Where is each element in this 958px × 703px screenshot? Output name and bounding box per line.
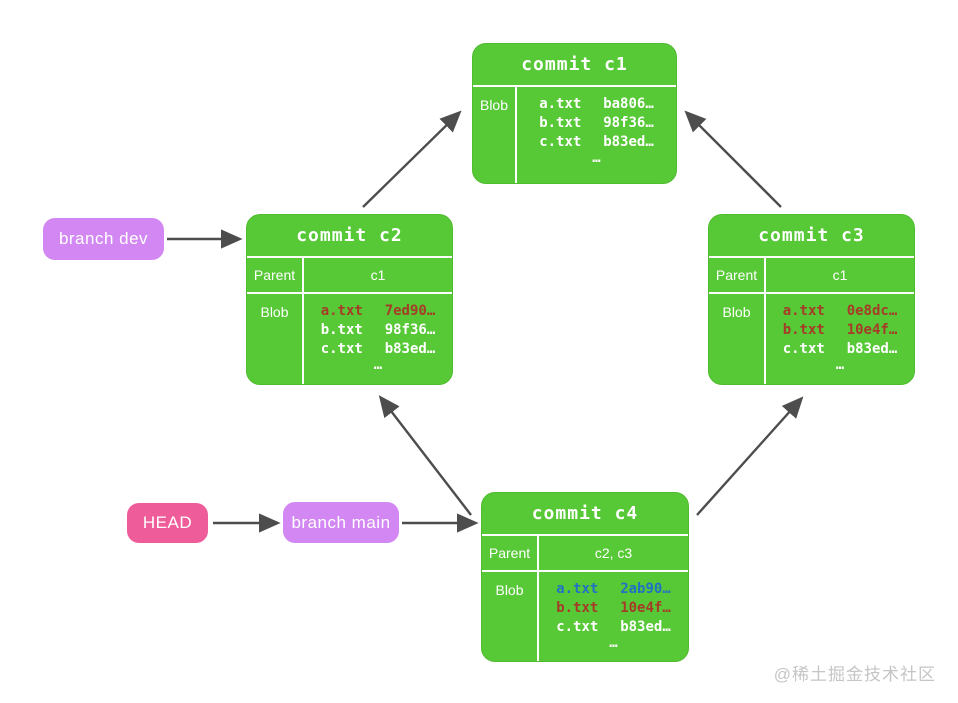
file-entry: a.txt 0e8dc… (783, 303, 898, 319)
file-entry: b.txt 10e4f… (556, 600, 671, 616)
file-hash: 98f36… (384, 322, 436, 338)
file-name: a.txt (556, 581, 599, 597)
commit-box-c3: commit c3 Parent c1 Blob a.txt 0e8dc… b.… (708, 214, 915, 385)
arrow-c4-to-c3 (696, 396, 804, 516)
blob-label: Blob (473, 87, 517, 183)
head-badge: HEAD (127, 503, 208, 543)
blob-label: Blob (247, 294, 304, 384)
file-name: a.txt (782, 303, 825, 319)
file-name: b.txt (556, 600, 599, 616)
branch-main-label: branch main (291, 512, 391, 532)
commit-title: commit c2 (247, 215, 452, 258)
arrow-c2-to-c1 (362, 110, 462, 208)
file-name: c.txt (320, 341, 363, 357)
file-hash: b83ed… (384, 341, 436, 357)
file-hash: 0e8dc… (846, 303, 898, 319)
file-entry: b.txt 10e4f… (783, 322, 898, 338)
file-name: b.txt (320, 322, 363, 338)
file-name: c.txt (539, 134, 582, 150)
file-hash: 7ed90… (384, 303, 436, 319)
file-entry: b.txt 98f36… (321, 322, 436, 338)
file-name: c.txt (782, 341, 825, 357)
file-entry: c.txt b83ed… (321, 341, 436, 357)
file-entry: c.txt b83ed… (783, 341, 898, 357)
file-hash: 10e4f… (846, 322, 898, 338)
parent-value: c2, c3 (594, 545, 633, 561)
branch-main-badge: branch main (283, 502, 399, 543)
head-label: HEAD (142, 513, 193, 532)
file-entry: c.txt b83ed… (539, 134, 654, 150)
file-hash: b83ed… (620, 619, 671, 635)
file-hash: b83ed… (603, 134, 654, 150)
file-name: b.txt (782, 322, 825, 338)
parent-label: Parent (709, 258, 766, 292)
file-name: a.txt (320, 303, 363, 319)
parent-label: Parent (247, 258, 304, 292)
file-entry: a.txt ba806… (539, 96, 654, 112)
file-list-ellipsis: … (609, 635, 618, 651)
parent-value: c1 (832, 267, 848, 283)
commit-title: commit c1 (473, 44, 676, 87)
file-list-ellipsis: … (835, 357, 845, 373)
branch-dev-badge: branch dev (43, 218, 164, 260)
file-entry: c.txt b83ed… (556, 619, 671, 635)
commit-box-c4: commit c4 Parent c2, c3 Blob a.txt 2ab90… (481, 492, 689, 662)
branch-dev-label: branch dev (58, 229, 149, 248)
file-name: b.txt (539, 115, 582, 131)
blob-label: Blob (709, 294, 766, 384)
file-entry: b.txt 98f36… (539, 115, 654, 131)
commit-title: commit c3 (709, 215, 914, 258)
parent-label: Parent (482, 536, 539, 570)
watermark: @稀土掘金技术社区 (773, 665, 936, 684)
commit-box-c2: commit c2 Parent c1 Blob a.txt 7ed90… b.… (246, 214, 453, 385)
file-entry: a.txt 2ab90… (556, 581, 671, 597)
parent-value: c1 (370, 267, 386, 283)
file-hash: 98f36… (603, 115, 654, 131)
file-hash: 2ab90… (620, 581, 671, 597)
arrow-c4-to-c2 (378, 395, 472, 516)
file-list-ellipsis: … (592, 150, 601, 166)
arrow-c3-to-c1 (684, 110, 782, 208)
file-name: a.txt (539, 96, 582, 112)
commit-title: commit c4 (482, 493, 688, 536)
file-hash: ba806… (603, 96, 654, 112)
file-entry: a.txt 7ed90… (321, 303, 436, 319)
file-name: c.txt (556, 619, 599, 635)
file-hash: 10e4f… (620, 600, 671, 616)
file-hash: b83ed… (846, 341, 898, 357)
commit-box-c1: commit c1 Blob a.txt ba806… b.txt 98f36…… (472, 43, 677, 184)
blob-label: Blob (482, 572, 539, 661)
file-list-ellipsis: … (373, 357, 383, 373)
